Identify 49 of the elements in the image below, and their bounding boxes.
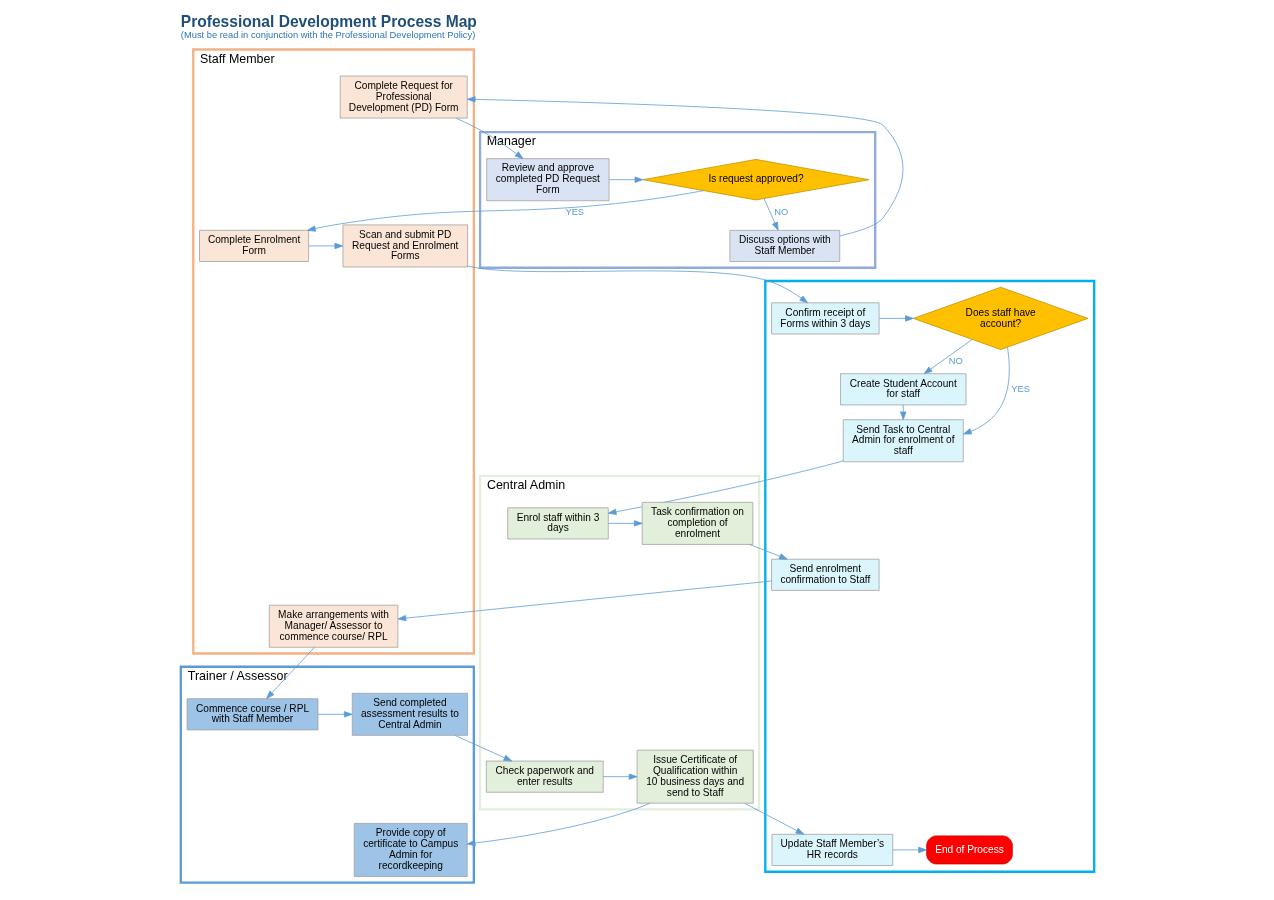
cluster bbox=[763, 279, 1095, 873]
arrow bbox=[748, 543, 788, 560]
arrow bbox=[962, 346, 1010, 434]
node-box: Send completed assessment results to Central Admin bbox=[351, 692, 468, 736]
node-diamond: Does staff have account? bbox=[912, 286, 1088, 350]
arrow bbox=[608, 176, 643, 183]
node-box: Provide copy of certificate to Campus Admin for recordkeeping bbox=[353, 822, 468, 877]
node-box: Discuss options with Staff Member bbox=[728, 229, 840, 262]
edge-label: YES bbox=[564, 206, 584, 217]
arrow bbox=[923, 338, 973, 374]
node-box: Enrol staff within 3 days bbox=[506, 506, 609, 539]
node-box: Review and approve completed PD Request Form bbox=[485, 157, 609, 201]
node-box: Confirm receipt of Forms within 3 days bbox=[770, 301, 879, 334]
node-box: Make arrangements with Manager/ Assessor to commence course/ RPL bbox=[268, 604, 398, 648]
arrow bbox=[743, 802, 804, 835]
node-box: Send Task to Central Admin for enrolment of staff bbox=[842, 418, 964, 462]
arrow bbox=[607, 519, 643, 526]
arrow bbox=[317, 710, 352, 717]
node-diamond: Is request approved? bbox=[642, 158, 869, 200]
node-box: Scan and submit PD Request and Enrolment Forms bbox=[342, 224, 468, 267]
arrow bbox=[899, 404, 906, 420]
arrow bbox=[466, 95, 903, 236]
arrow bbox=[878, 314, 914, 321]
node-box: Issue Certificate of Qualification within 10 business days and send to Staff bbox=[636, 749, 754, 804]
arrow bbox=[466, 802, 650, 846]
edge-label: NO bbox=[773, 206, 788, 217]
node-box: Check paperwork and enter results bbox=[485, 760, 604, 793]
node-box: End of Process bbox=[925, 835, 1013, 864]
edge-label: YES bbox=[1010, 383, 1030, 394]
arrow bbox=[892, 846, 927, 853]
arrow bbox=[763, 197, 779, 231]
node-box: Update Staff Member’s HR records bbox=[771, 833, 893, 866]
node-box: Send enrolment confirmation to Staff bbox=[770, 558, 879, 591]
arrow bbox=[307, 242, 343, 249]
arrow bbox=[454, 734, 512, 761]
node-box: Commence course / RPL with Staff Member bbox=[186, 697, 318, 730]
edge-label: NO bbox=[948, 355, 963, 366]
node-box: Complete Enrolment Form bbox=[198, 229, 309, 262]
arrow bbox=[602, 773, 637, 780]
arrow bbox=[607, 460, 844, 515]
node-box: Create Student Account for staff bbox=[839, 372, 966, 405]
diagram-title: Professional Development Process Map bbox=[180, 12, 477, 30]
arrow bbox=[397, 580, 772, 621]
arrow bbox=[455, 117, 523, 159]
arrow bbox=[466, 265, 808, 303]
node-box: Complete Request for Professional Development (PD) Form bbox=[339, 75, 468, 118]
node-box: Task confirmation on completion of enrolment bbox=[641, 501, 753, 545]
arrow bbox=[306, 189, 704, 232]
caption: (Must be read in conjunction with the Professional Development Policy) bbox=[180, 29, 475, 40]
